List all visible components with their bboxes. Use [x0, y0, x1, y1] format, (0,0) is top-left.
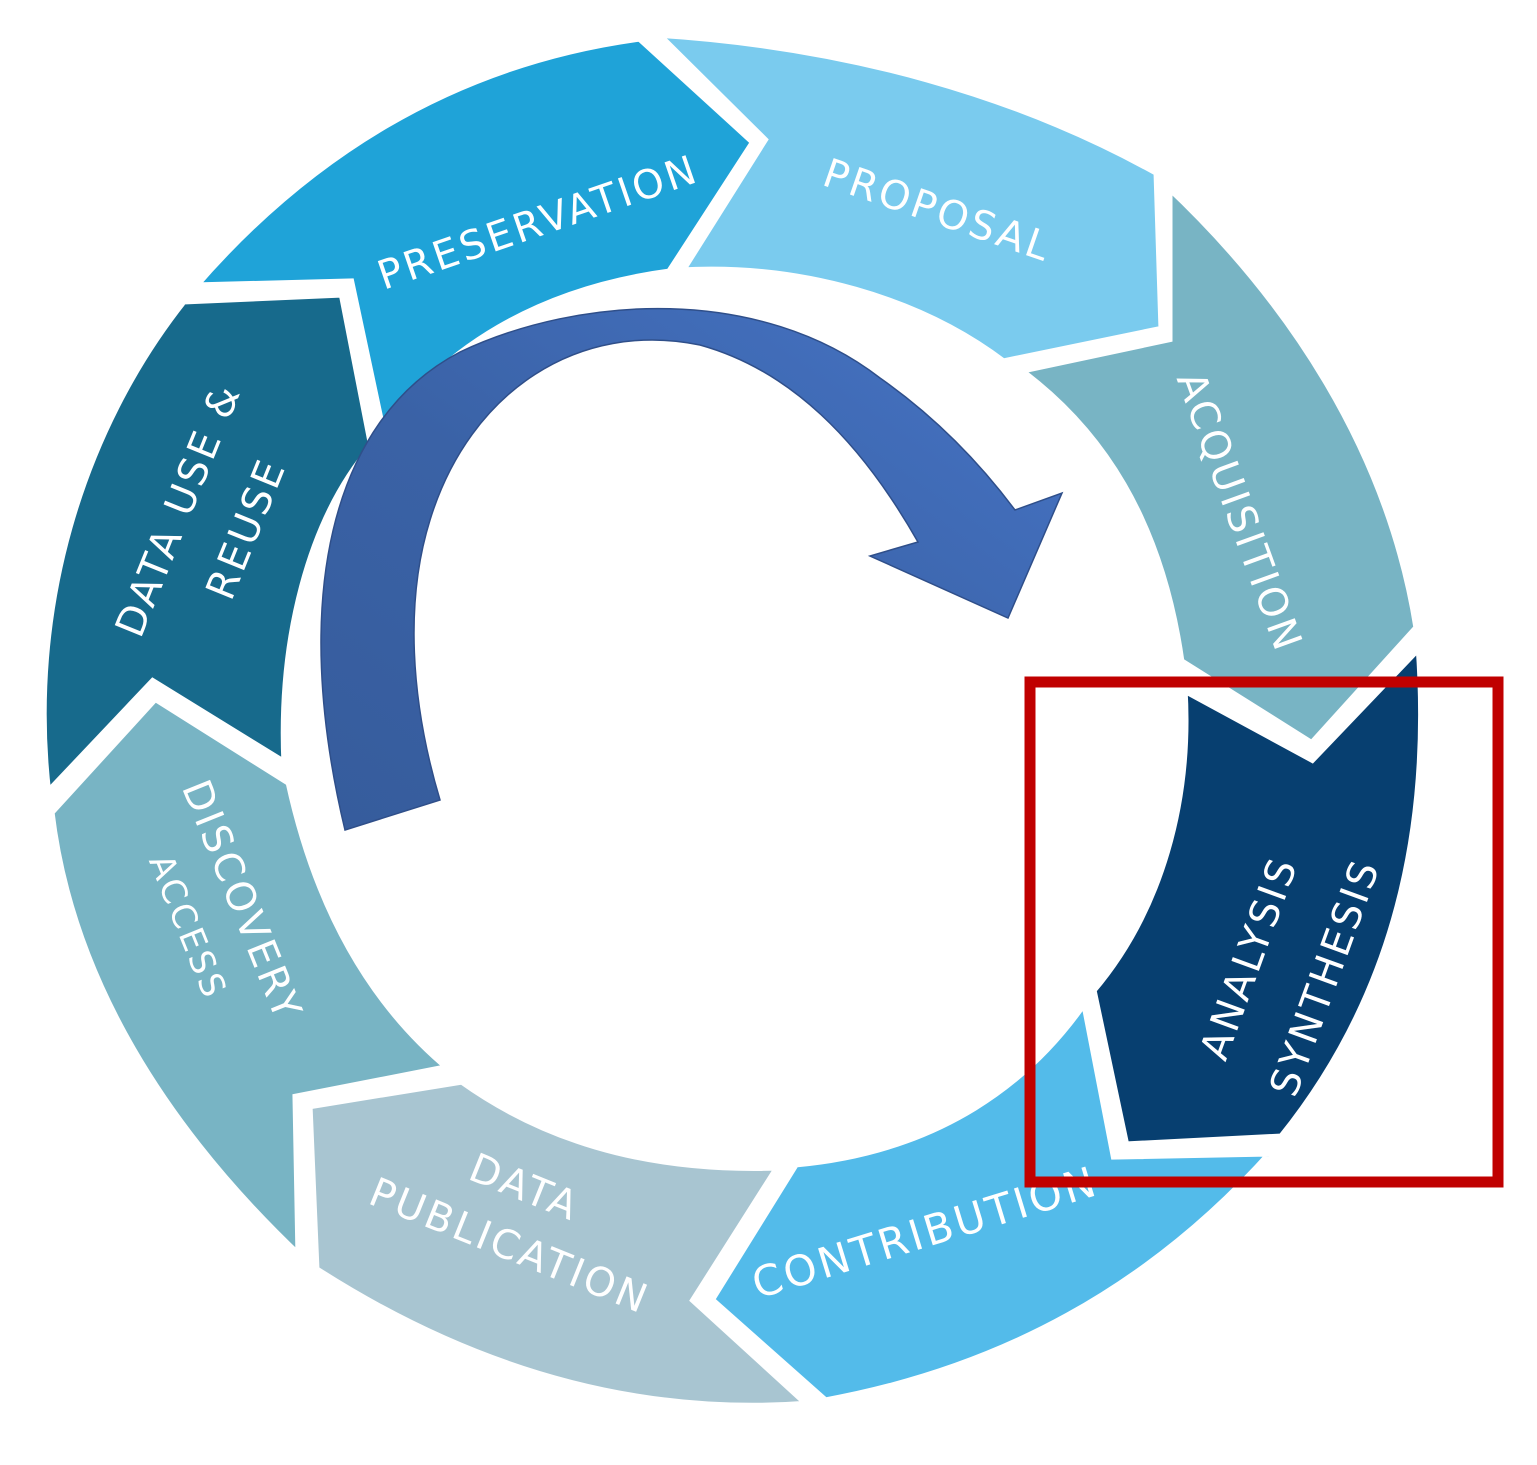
lifecycle-ring: [37, 27, 1428, 1412]
segment-data-use-reuse: [37, 288, 378, 806]
segment-discovery-access: [45, 691, 461, 1269]
segment-analysis-synthesis: [1087, 634, 1428, 1151]
center-curved-arrow: [320, 307, 1064, 831]
highlight-box-analysis: [1024, 676, 1504, 1188]
segment-data-publication: [303, 1075, 821, 1412]
segment-proposal: [643, 27, 1168, 368]
segment-acquisition: [1007, 174, 1423, 751]
